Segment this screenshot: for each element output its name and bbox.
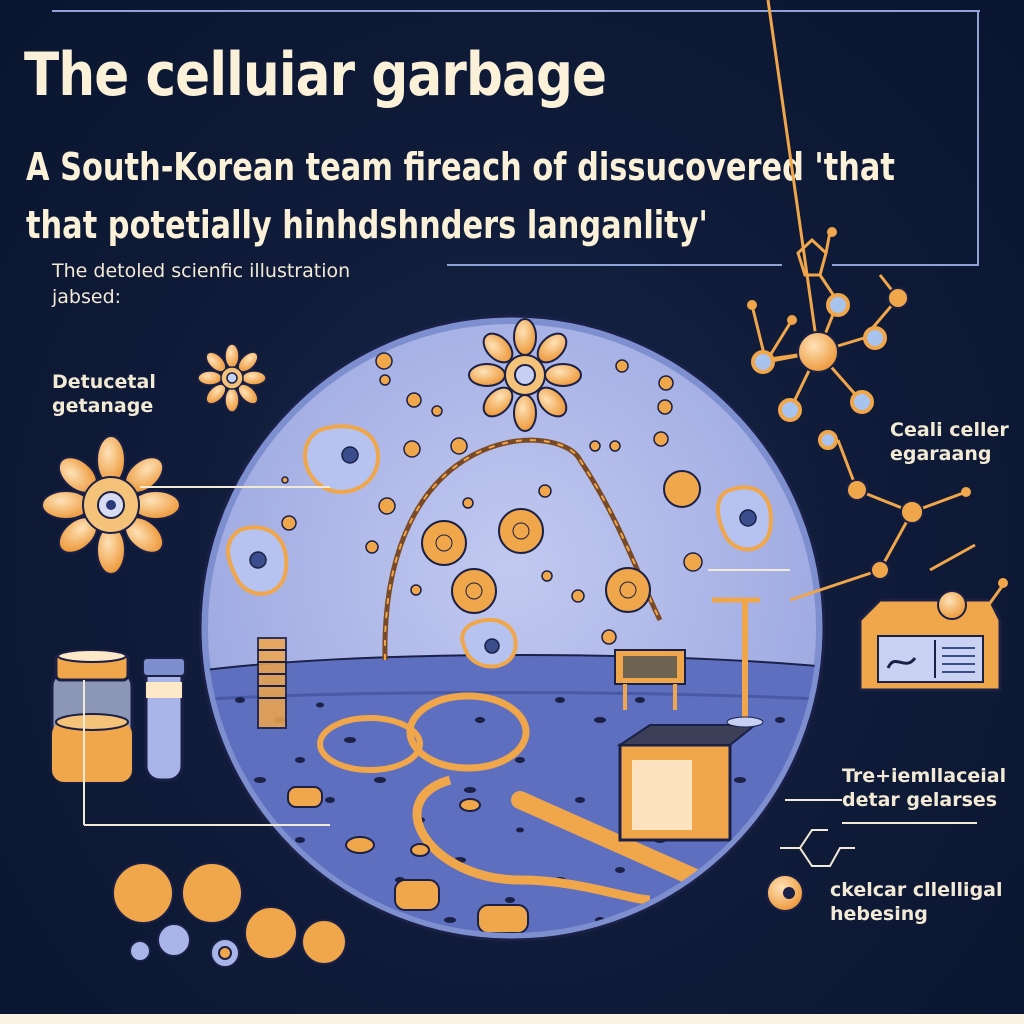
header-frame-right <box>977 10 979 266</box>
intro-line: The detoled scienfic illustration <box>52 260 351 282</box>
label-line: Ceali celler <box>890 419 1009 441</box>
label-cell-garbage: Ceali celler egaraang <box>890 418 1009 466</box>
flower-cell-left <box>41 435 181 575</box>
specimen-jar <box>50 649 134 784</box>
ground-debris <box>287 786 529 933</box>
flower-cell-small <box>197 343 267 413</box>
header-frame-bottom <box>447 264 782 266</box>
ring-center <box>406 692 530 772</box>
subtitle-line: A South-Korean team fireach of dissucove… <box>26 145 895 189</box>
cell-clusters <box>112 862 347 968</box>
label-line: Tre+iemllaceial <box>842 765 1007 787</box>
ladder <box>257 637 287 729</box>
particles <box>281 352 703 645</box>
molecule-nodes <box>747 227 971 580</box>
analysis-device <box>858 578 1008 692</box>
label-underline <box>842 822 977 824</box>
label-line: Detucetal <box>52 371 156 393</box>
subtitle-line: that potetially hinhdshnders langanlity' <box>26 203 708 247</box>
debris-box <box>616 724 758 842</box>
intro-text: The detoled scienfic illustration jabsed… <box>52 258 350 310</box>
granule-clusters <box>421 470 701 614</box>
label-line: egaraang <box>890 443 992 465</box>
hexagon-molecule <box>780 829 855 867</box>
eye-cell <box>766 874 804 912</box>
rod <box>511 791 709 889</box>
tray-stand <box>614 597 764 728</box>
bottom-strip <box>0 1014 1024 1024</box>
subtitle: A South-Korean team fireach of dissucove… <box>26 138 895 254</box>
curved-tube <box>412 775 651 905</box>
test-tube <box>142 657 186 782</box>
label-line: detar gelarses <box>842 789 998 811</box>
ring-left <box>317 715 423 773</box>
label-debris-garbage: Detucetal getanage <box>52 370 156 418</box>
label-line: hebesing <box>830 903 928 925</box>
label-line: ckelcar cllelligal <box>830 879 1003 901</box>
amoeba-nuclei <box>249 446 757 654</box>
label-cellular-housing: ckelcar cllelligal hebesing <box>830 878 1003 926</box>
intro-line: jabsed: <box>52 286 122 308</box>
page-title: The celluiar garbage <box>24 40 607 110</box>
label-line: getanage <box>52 395 154 417</box>
flower-cell-top <box>468 318 582 432</box>
label-intracellular-debris: Tre+iemllaceial detar gelarses <box>842 764 1006 812</box>
header-frame-bottom-right <box>832 264 978 266</box>
granule-texture <box>435 522 637 600</box>
header-frame-top <box>52 10 980 12</box>
